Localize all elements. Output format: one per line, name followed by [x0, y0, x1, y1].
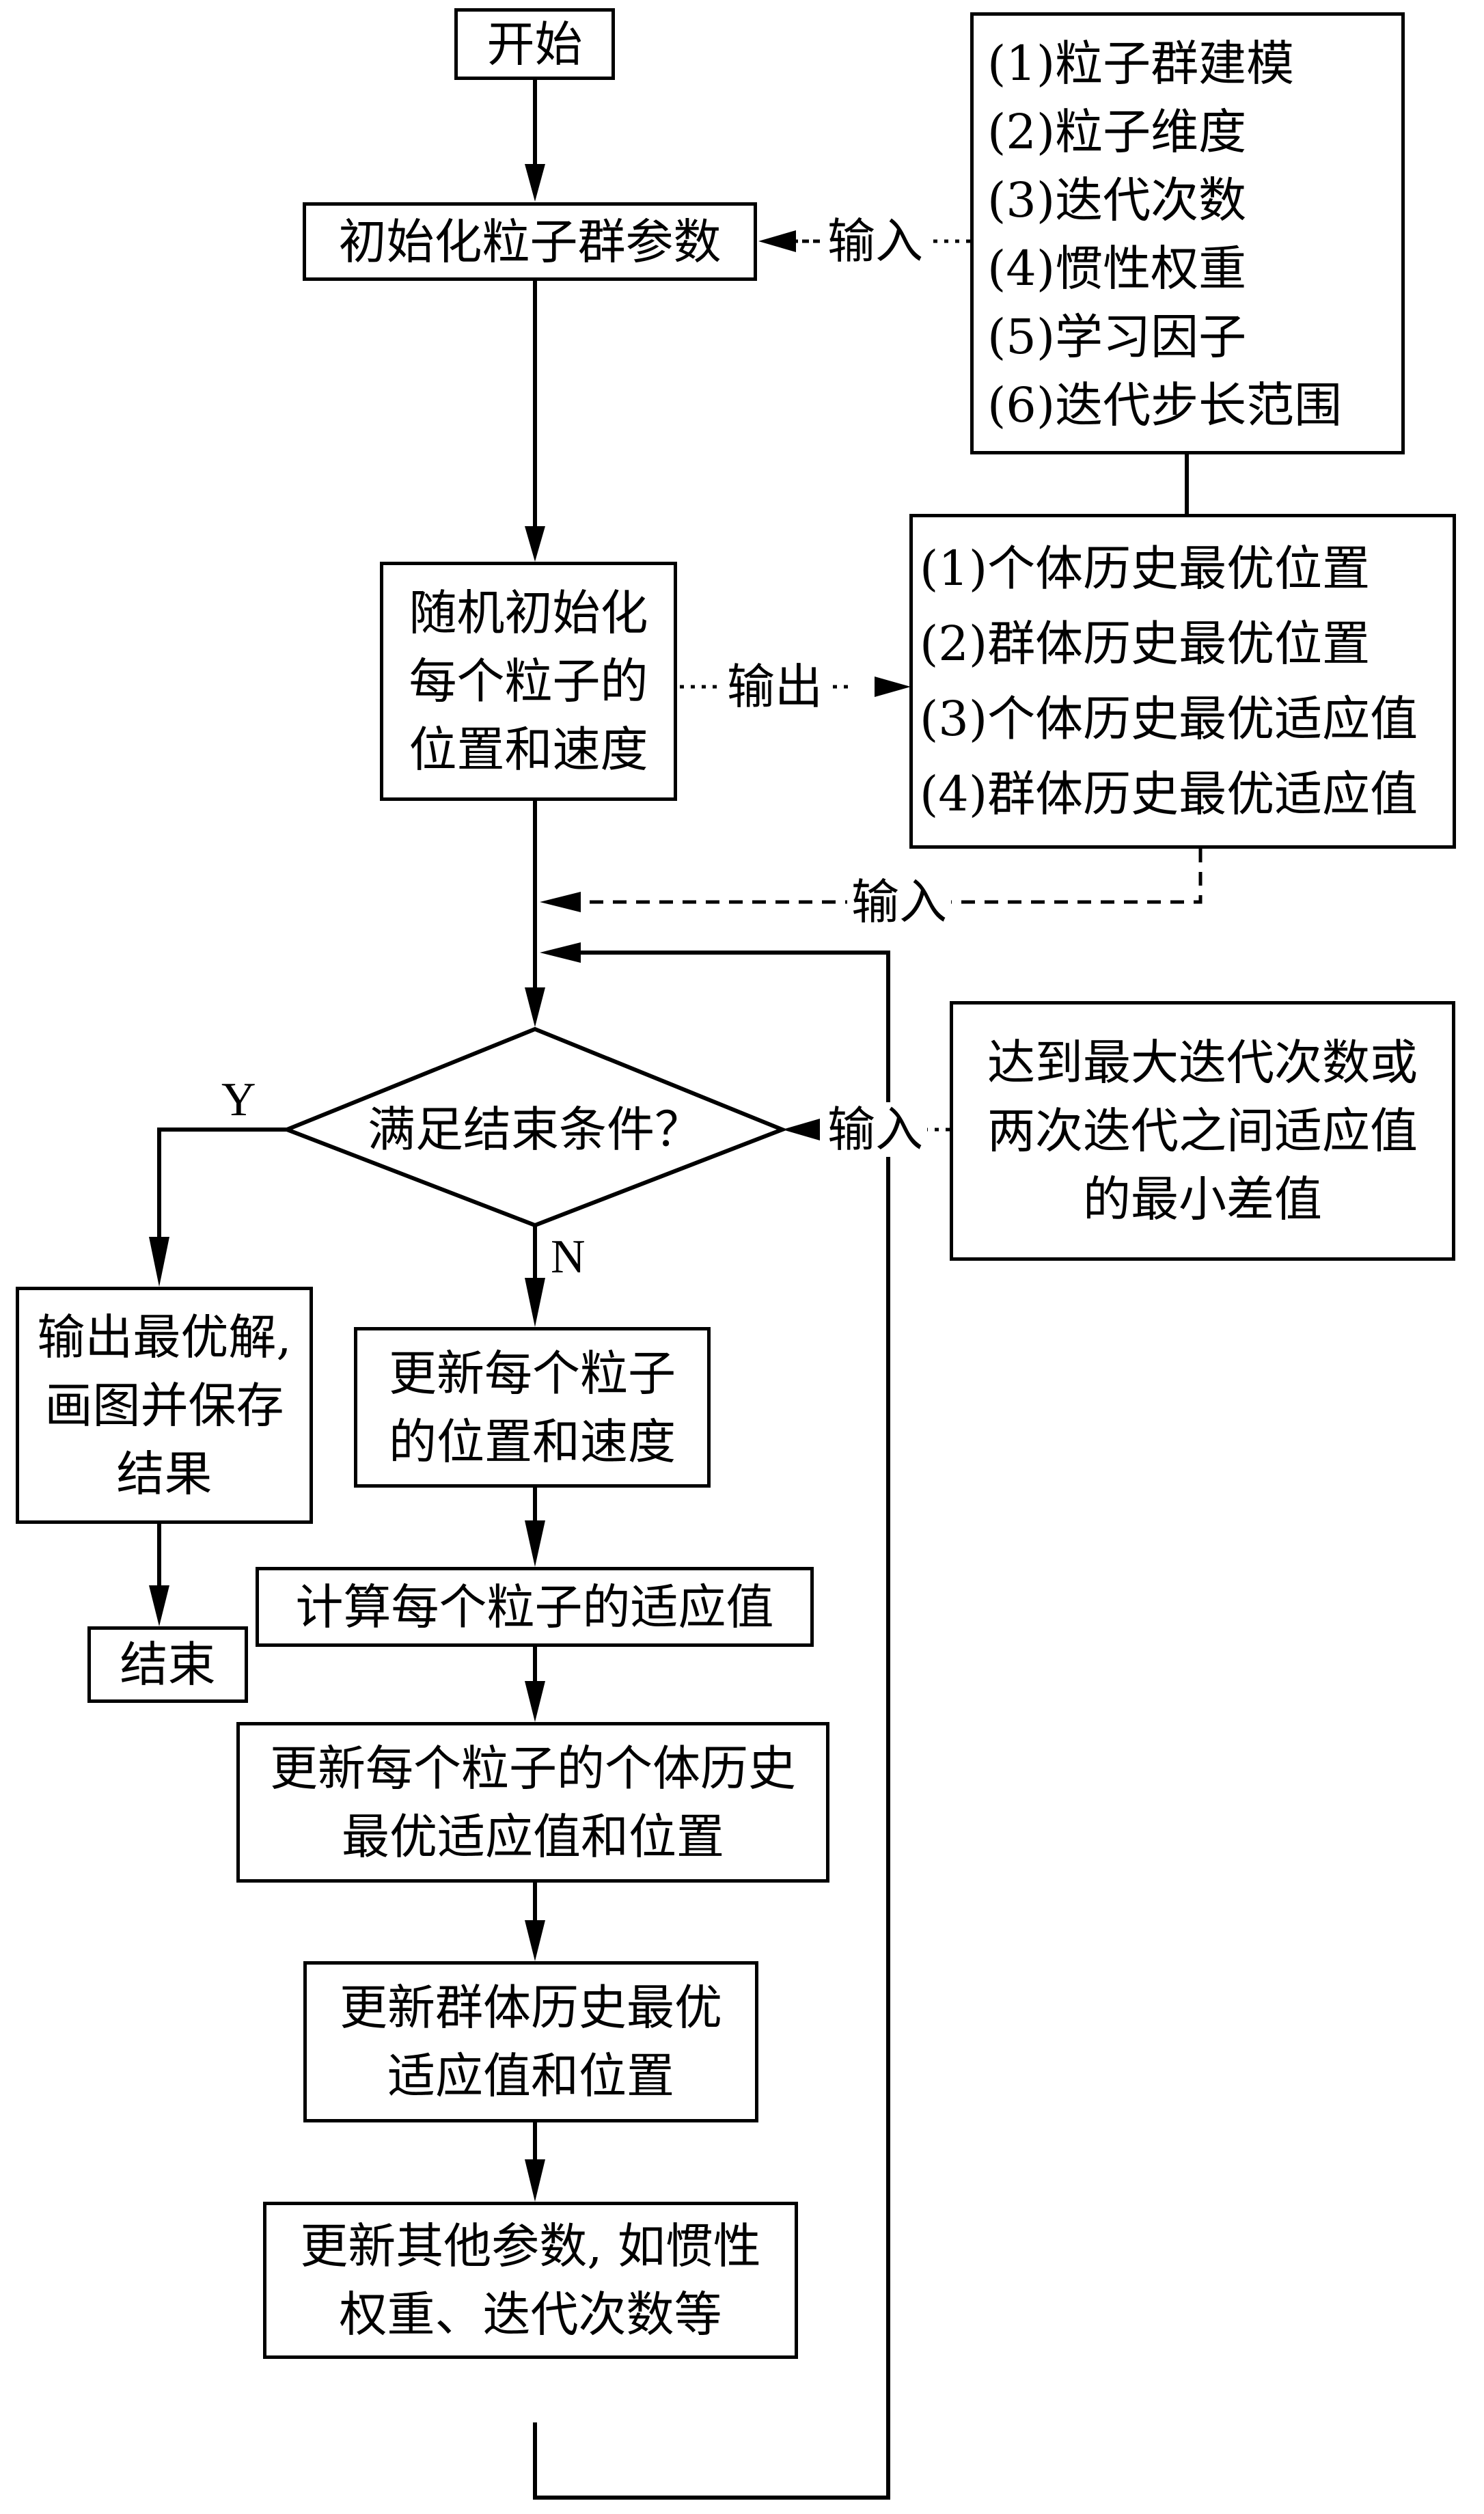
param-item: (1)粒子群建模: [987, 36, 1295, 92]
arrowhead-loop: [540, 942, 581, 963]
update-global-line: 更新群体历史最优: [340, 1980, 722, 2036]
edge-label-input-params: 输入: [823, 214, 927, 269]
random-init-node: 随机初始化 每个粒子的 位置和速度: [380, 562, 677, 801]
arrowhead-global: [525, 1920, 545, 1961]
history-item: (1)个体历史最优位置: [920, 541, 1371, 597]
random-init-line: 每个粒子的: [409, 653, 648, 709]
decision-diamond: [281, 1026, 788, 1228]
update-others-line: 权重、迭代次数等: [339, 2286, 722, 2342]
arrowhead-update: [525, 1278, 545, 1327]
history-output-node: (1)个体历史最优位置 (2)群体历史最优位置 (3)个体历史最优适应值 (4)…: [909, 514, 1456, 849]
init-params-label: 初始化粒子群参数: [338, 213, 722, 270]
arrowhead-output: [875, 677, 911, 697]
arrowhead-decision: [525, 987, 545, 1027]
edge-label-input-condition: 输入: [823, 1102, 927, 1157]
arrowhead-personal: [525, 1681, 545, 1722]
edge-label-input-history: 输入: [847, 875, 951, 929]
update-personal-line: 更新每个粒子的个体历史: [270, 1740, 796, 1796]
condition-line: 达到最大迭代次数或: [987, 1035, 1418, 1091]
update-position-velocity-node: 更新每个粒子 的位置和速度: [354, 1327, 711, 1488]
history-item: (4)群体历史最优适应值: [920, 766, 1418, 822]
condition-line: 两次迭代之间适应值: [987, 1103, 1418, 1159]
output-best-line: 画图并保存: [44, 1377, 284, 1434]
arrowhead-calc: [525, 1520, 545, 1567]
decision-label: 满足结束条件？: [368, 1102, 702, 1158]
yes-branch-line: [157, 1128, 287, 1237]
end-condition-node: 达到最大迭代次数或 两次迭代之间适应值 的最小差值: [950, 1001, 1455, 1261]
yes-label: Y: [221, 1074, 256, 1126]
update-global-line: 适应值和位置: [387, 2048, 674, 2104]
history-item: (2)群体历史最优位置: [920, 616, 1371, 672]
condition-line: 的最小差值: [1083, 1171, 1322, 1227]
update-other-params-node: 更新其他参数, 如惯性 权重、迭代次数等: [263, 2202, 798, 2359]
edge-label-output: 输出: [723, 659, 827, 714]
update-pos-line: 更新每个粒子: [389, 1345, 676, 1402]
loop-back-line: [533, 951, 890, 2500]
history-item: (3)个体历史最优适应值: [920, 691, 1418, 747]
init-params-node: 初始化粒子群参数: [303, 202, 757, 281]
arrowhead-history-input: [540, 892, 581, 912]
param-item: (5)学习因子: [987, 309, 1247, 365]
arrowhead-others: [525, 2159, 545, 2202]
calc-fitness-label: 计算每个粒子的适应值: [295, 1579, 774, 1635]
start-label: 开始: [486, 16, 583, 72]
random-init-line: 位置和速度: [409, 722, 648, 778]
no-label: N: [551, 1231, 586, 1283]
arrowhead-params-input: [758, 230, 796, 252]
arrowhead-yes: [149, 1237, 169, 1287]
params-list-node: (1)粒子群建模 (2)粒子维度 (3)迭代次数 (4)惯性权重 (5)学习因子…: [970, 12, 1405, 454]
end-node: 结束: [87, 1626, 248, 1703]
dashed-input-history-line: [581, 849, 1203, 904]
update-others-line: 更新其他参数, 如惯性: [300, 2218, 761, 2274]
random-init-line: 随机初始化: [409, 585, 648, 641]
update-global-best-node: 更新群体历史最优 适应值和位置: [303, 1961, 758, 2122]
update-pos-line: 的位置和速度: [389, 1413, 676, 1470]
arrowhead-init: [525, 164, 545, 202]
param-item: (3)迭代次数: [987, 172, 1247, 228]
output-best-line: 结果: [116, 1445, 212, 1502]
update-personal-line: 最优适应值和位置: [342, 1808, 724, 1865]
output-best-node: 输出最优解, 画图并保存 结果: [16, 1287, 313, 1524]
param-item: (6)迭代步长范围: [987, 377, 1343, 433]
arrowhead-condition-input: [782, 1119, 820, 1140]
end-label: 结束: [120, 1637, 216, 1693]
update-personal-best-node: 更新每个粒子的个体历史 最优适应值和位置: [236, 1722, 829, 1883]
calc-fitness-node: 计算每个粒子的适应值: [256, 1567, 814, 1647]
start-node: 开始: [454, 8, 615, 80]
output-best-line: 输出最优解,: [37, 1309, 292, 1365]
param-item: (2)粒子维度: [987, 104, 1247, 160]
param-item: (4)惯性权重: [987, 241, 1247, 297]
arrowhead-random: [525, 526, 545, 562]
arrowhead-end: [149, 1585, 169, 1626]
